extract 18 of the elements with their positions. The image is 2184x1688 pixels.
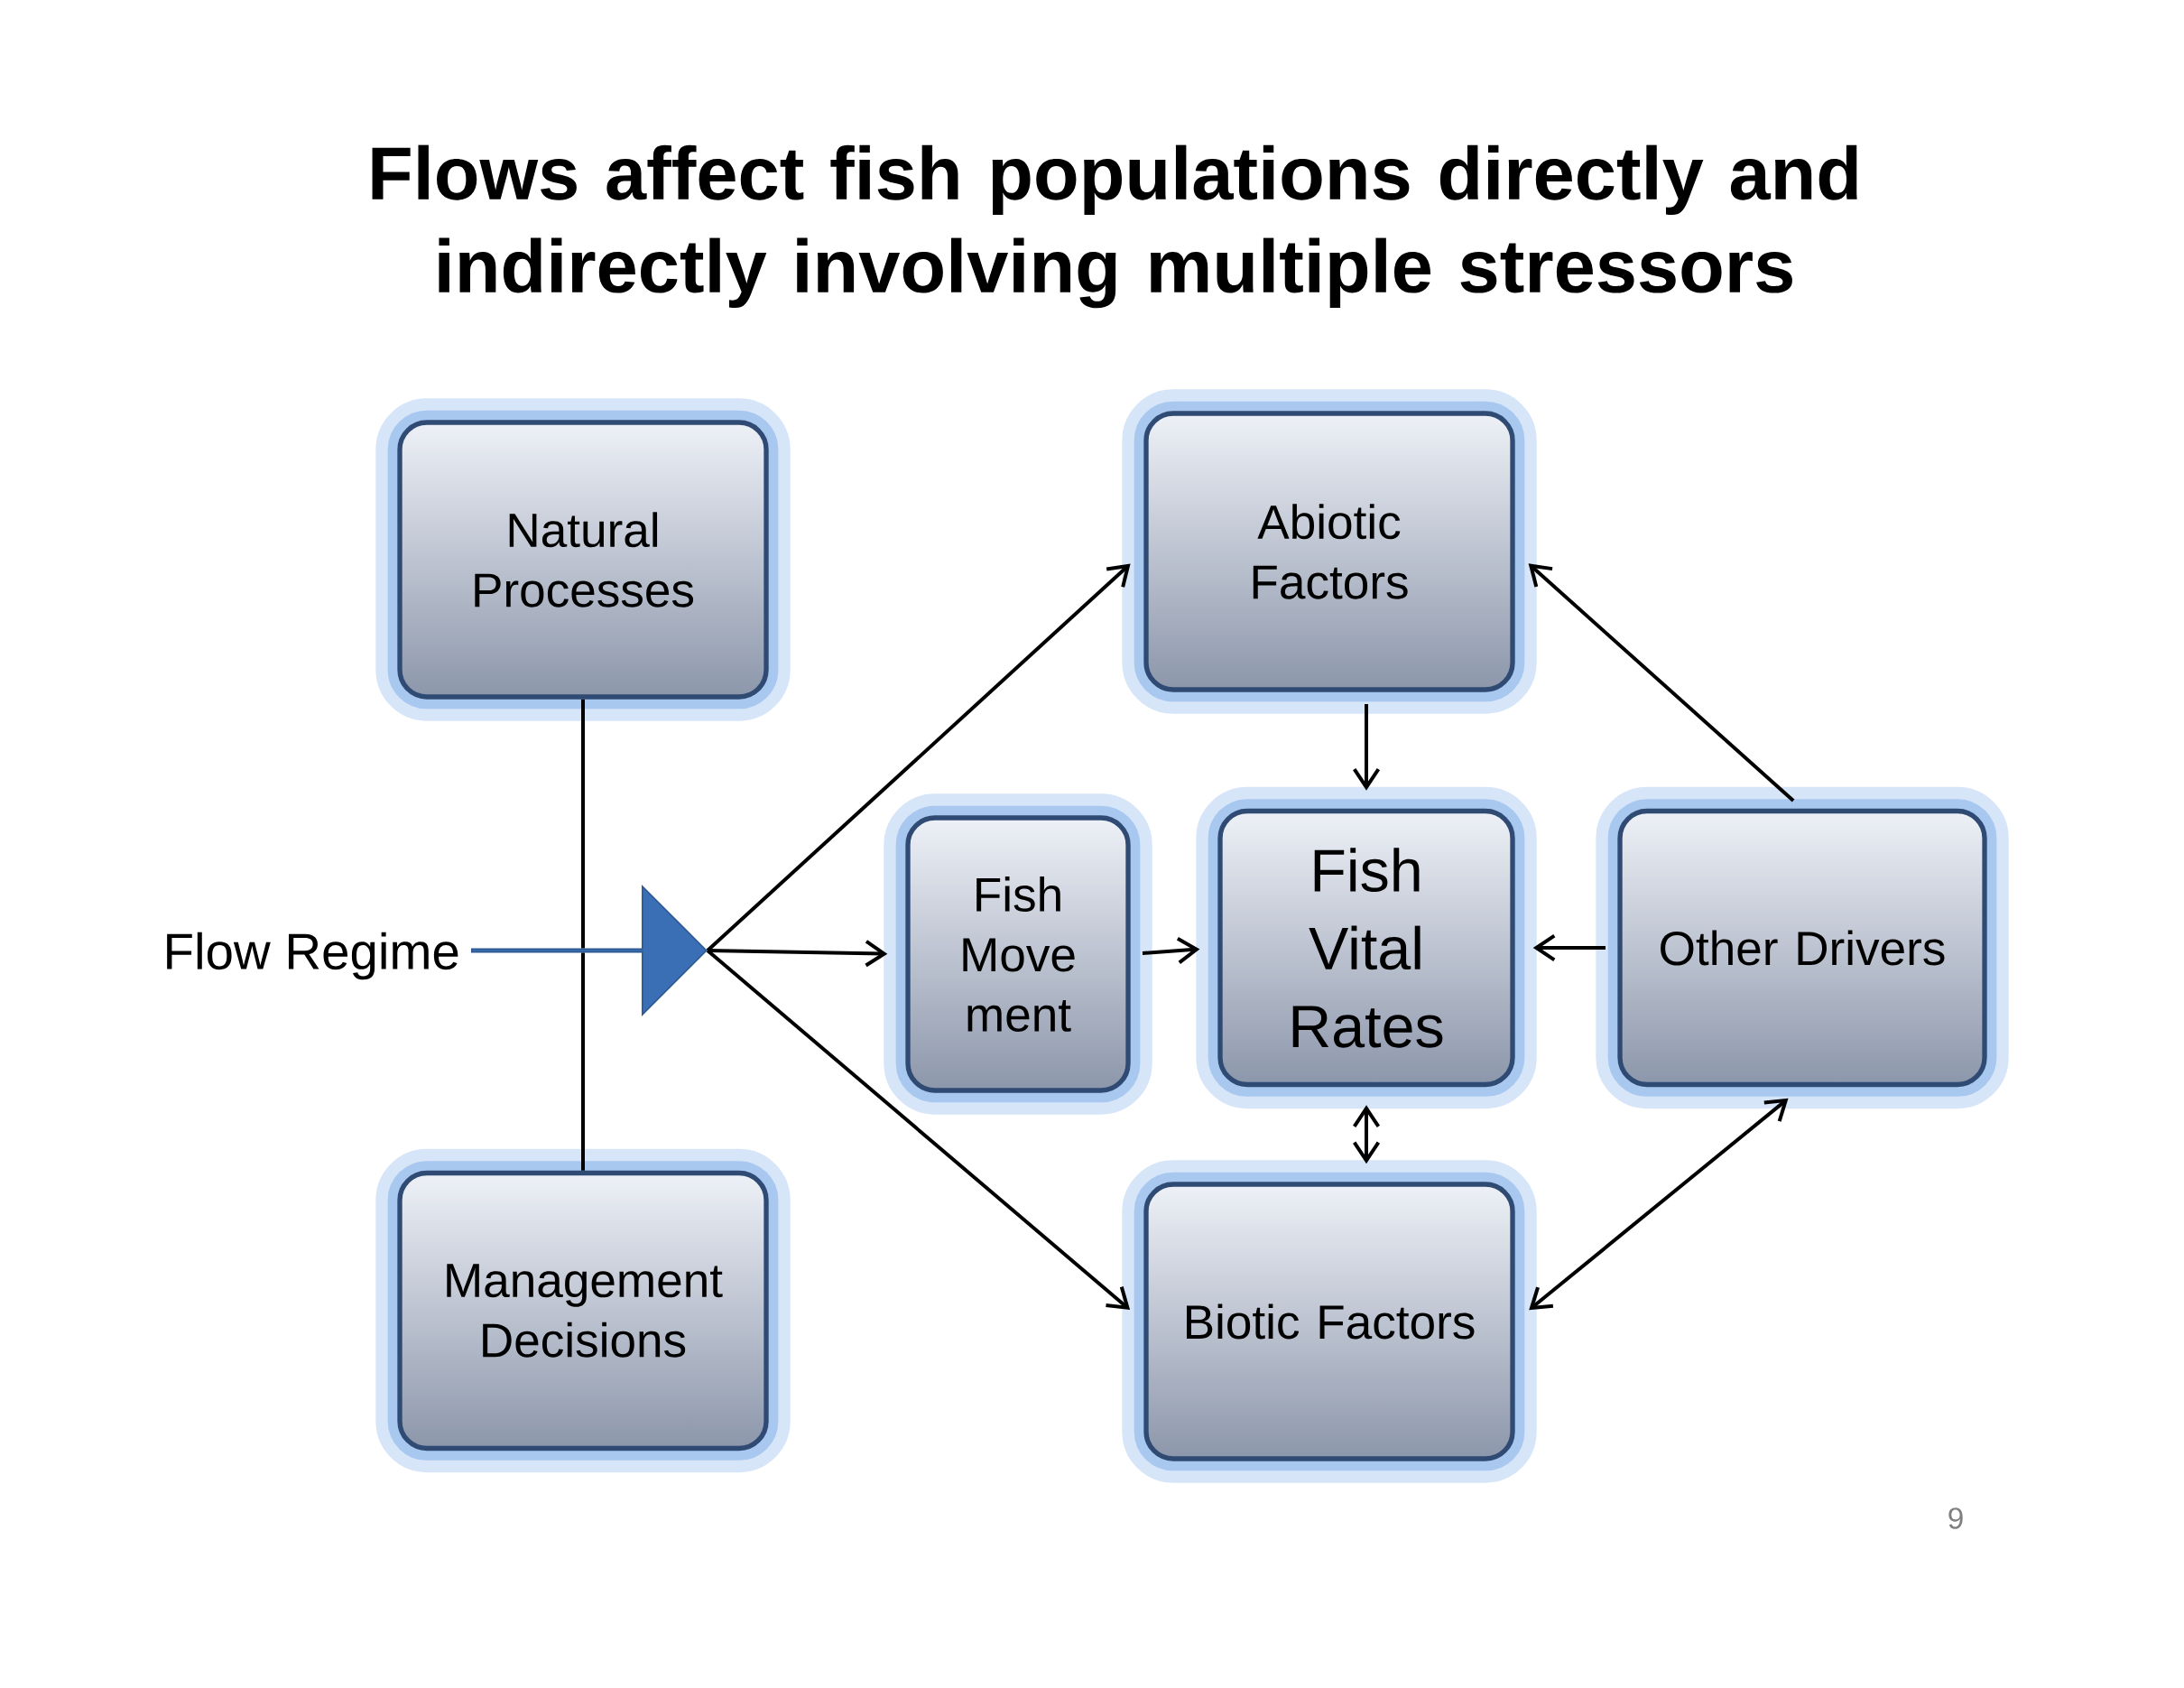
arrow <box>706 563 1131 952</box>
arrow <box>1529 1098 1789 1311</box>
arrow <box>1142 937 1200 965</box>
arrow <box>1532 934 1606 961</box>
page-number: 9 <box>1948 1507 1963 1529</box>
arrow <box>1528 563 1795 802</box>
process-box: Natural Processes <box>375 398 791 721</box>
process-box: Management Decisions <box>375 1148 791 1473</box>
title: Flows affect fish populations directly and indirectly involving multiple stressors <box>372 144 1857 309</box>
process-box: Abiotic Factors <box>1122 389 1537 714</box>
process-box: Fish Move ment <box>884 793 1152 1115</box>
arrow <box>1353 1105 1381 1164</box>
arrow <box>706 949 1131 1311</box>
process-box: Biotic Factors <box>1122 1160 1537 1483</box>
process-box: Fish Vital Rates <box>1196 786 1537 1109</box>
arrow <box>1353 704 1381 791</box>
node-label: Flow Regime <box>167 932 458 980</box>
process-box: Other Drivers <box>1596 786 2009 1109</box>
